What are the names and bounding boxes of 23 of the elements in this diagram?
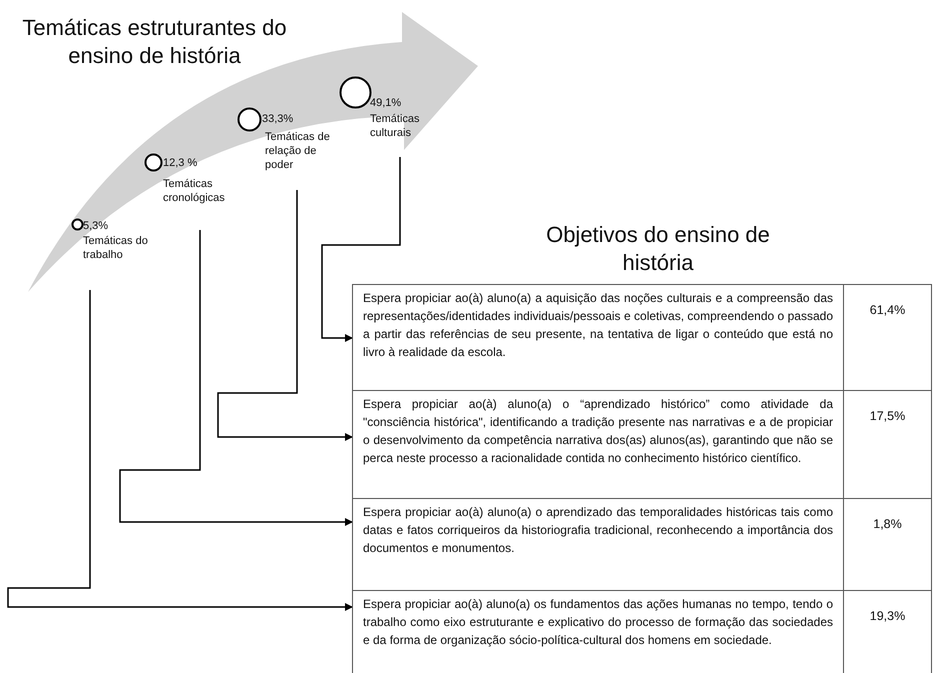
- table-row: [352, 390, 932, 499]
- connector-arrow: [321, 157, 401, 342]
- table-row: [352, 590, 932, 673]
- percentage-value: 19,3%: [843, 591, 931, 673]
- theme-label: Temáticas de relação de poder: [265, 130, 331, 172]
- objective-text: Espera propiciar ao(à) aluno(a) a aquisição das noções culturais e a compreensão das representações/identidades individuais/pessoais e coletivas, compreendendo o passado a partir das referências de seu presente, na tentativa de ligar o conteúdo que está no livro à realidade da escola.: [362, 290, 834, 361]
- connector-arrow: [7, 290, 353, 611]
- theme-label: Temáticas do trabalho: [83, 234, 149, 262]
- objective-text: Espera propiciar ao(à) aluno(a) os fundamentos das ações humanas no tempo, tendo o trabalho como eixo estruturante e explicativo do processo de formação das sociedades e da forma de organização sócio-política-cultural dos homens em sociedade.: [362, 596, 834, 649]
- table-row: [352, 284, 932, 391]
- table-heading: Objetivos do ensino de história: [545, 221, 771, 277]
- theme-label: Temáticas culturais: [370, 112, 420, 140]
- theme-label: Temáticas cronológicas: [163, 177, 226, 205]
- diagram-title: Temáticas estruturantes do ensino de história: [21, 14, 288, 70]
- percentage-label: 5,3%: [83, 220, 108, 232]
- objective-text: Espera propiciar ao(à) aluno(a) o aprendizado das temporalidades históricas tais como datas e fatos corriqueiros da historiografia tradicional, reconhecendo a importância dos documentos e monumentos.: [362, 504, 834, 557]
- percentage-label: 12,3 %: [163, 157, 198, 169]
- table-row: [352, 498, 932, 591]
- connector-arrow: [119, 230, 353, 526]
- objective-text: Espera propiciar ao(à) aluno(a) o “aprendizado histórico” como atividade da "consciência histórica", identificando a tradição presente nas narrativas e a de propiciar o desenvolvimento da competência narrativa dos(as) alunos(as), garantindo que não se perca neste processo a racionalidade contida no conhecimento histórico científico.: [362, 396, 834, 467]
- percentage-label: 49,1%: [370, 97, 402, 109]
- connector-arrow: [217, 190, 353, 441]
- percentage-label: 33,3%: [262, 113, 294, 125]
